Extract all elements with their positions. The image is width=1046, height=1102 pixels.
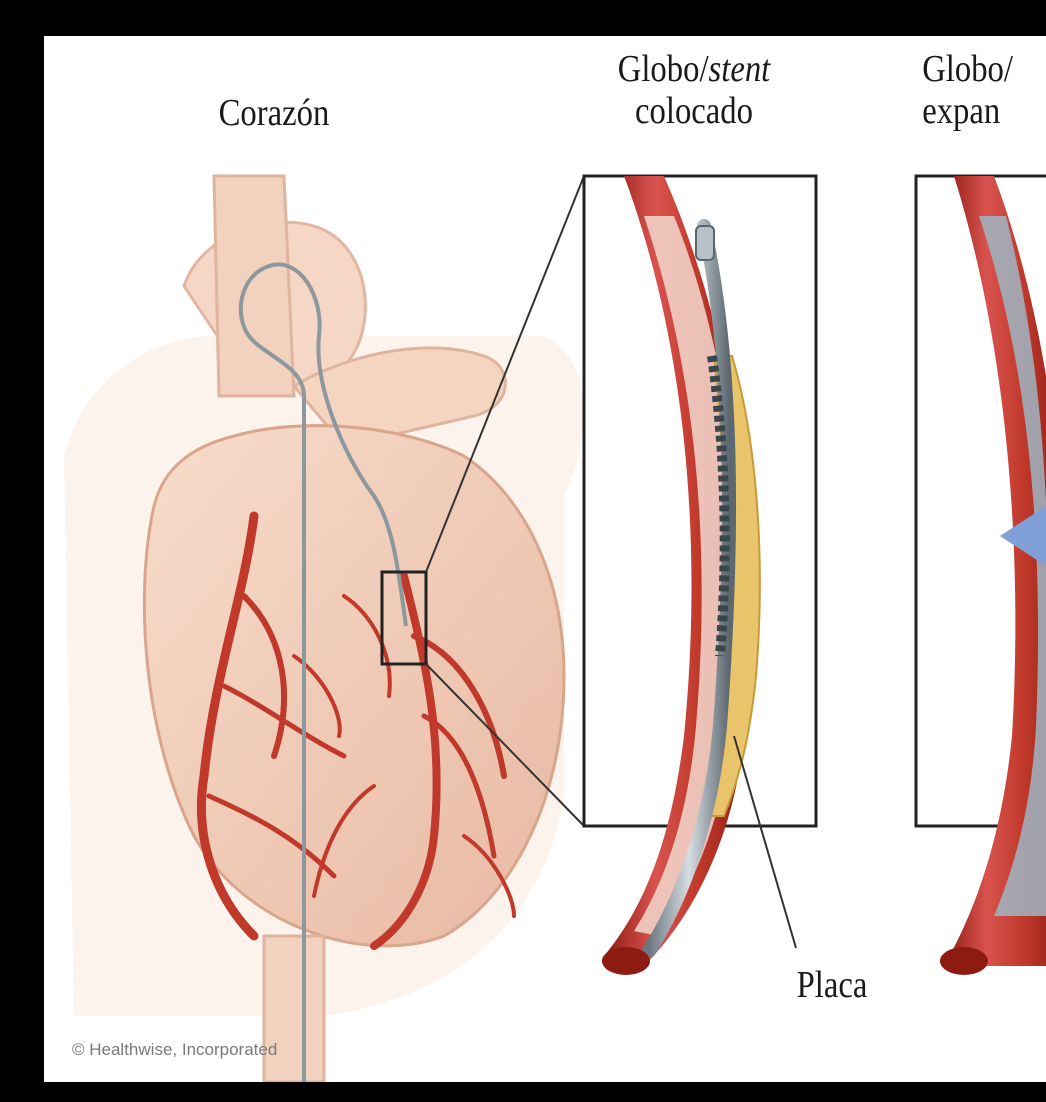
illustration-svg [44,36,1046,1082]
descending-vessel [264,936,324,1082]
copyright-credit: © Healthwise, Incorporated [72,1040,277,1060]
artery-end-rim-expanded [940,947,988,975]
balloon-expanded-line2: expan [922,90,1000,132]
balloon-placed-prefix: Globo/ [618,48,709,90]
heart-label: Corazón [188,92,360,134]
plaque-label: Placa [772,964,892,1006]
balloon-expanded-line1: Globo/ [922,48,1013,90]
catheter-tip [696,226,714,260]
artery-end-rim [602,947,650,975]
illustration-panel: Corazón Globo/stent colocado Globo/ expa… [44,36,1046,1082]
panel-balloon-expanded [916,176,1046,975]
balloon-placed-line2: colocado [635,90,753,132]
balloon-expanded-label: Globo/ expan [922,48,1046,132]
balloon-placed-label: Globo/stent colocado [582,48,806,132]
balloon-placed-italic: stent [709,48,771,90]
panel-balloon-placed [584,176,816,975]
heart-illustration [64,176,584,1082]
